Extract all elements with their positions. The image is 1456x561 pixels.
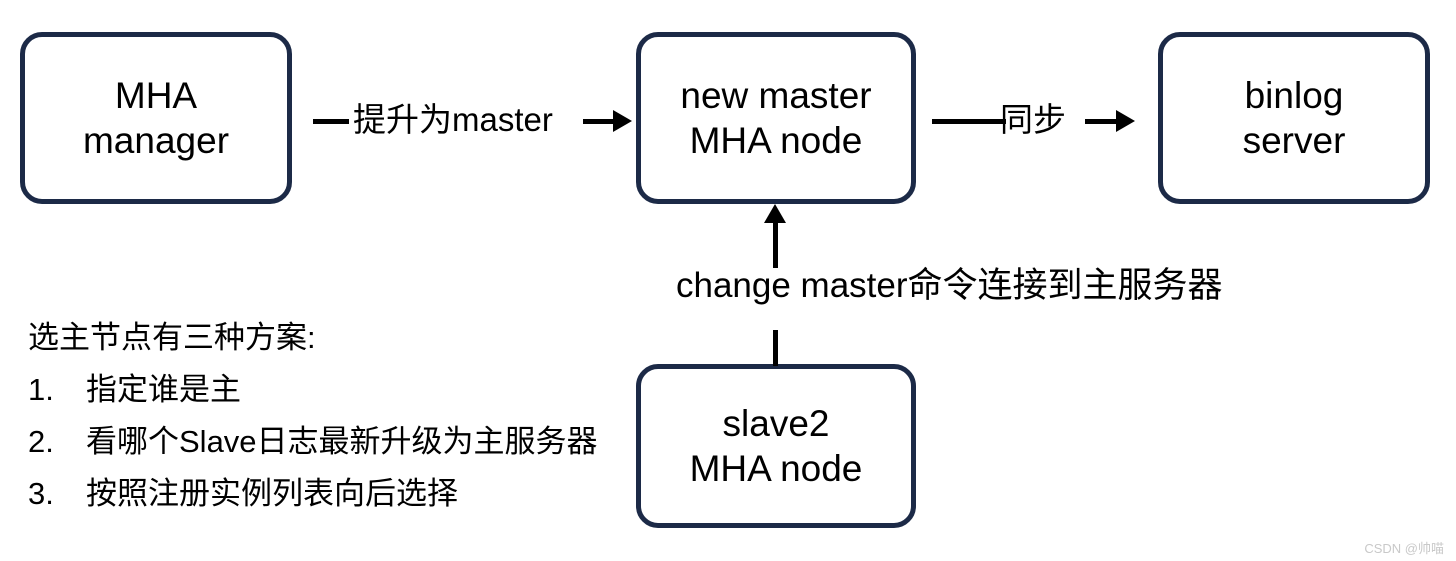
note-title: 选主节点有三种方案: <box>28 320 316 355</box>
node-new-master-line2: MHA node <box>689 120 863 161</box>
note-item-text: 按照注册实例列表向后选择 <box>86 476 458 511</box>
arrow-right-icon <box>1116 110 1135 132</box>
note-list-item: 2. 看哪个Slave日志最新升级为主服务器 <box>28 426 628 457</box>
edge-change-master-line-lower <box>773 330 778 366</box>
edge-promote-line-left <box>313 119 349 124</box>
edge-promote-line-right <box>583 119 615 124</box>
note-item-text: 看哪个Slave日志最新升级为主服务器 <box>86 424 598 459</box>
edge-label-change-master: change master命令连接到主服务器 <box>676 266 1223 305</box>
note-item-number: 3. <box>28 476 54 511</box>
node-new-master-line1: new master <box>680 74 872 116</box>
arrow-up-icon <box>764 204 786 223</box>
node-mha-manager[interactable]: MHA manager <box>20 32 292 204</box>
note-item-number: 1. <box>28 372 54 407</box>
node-slave2[interactable]: slave2 MHA node <box>636 364 916 528</box>
edge-sync-line-left <box>932 119 1006 124</box>
edge-label-sync: 同步 <box>1000 101 1066 138</box>
node-slave2-line2: MHA node <box>689 448 863 489</box>
edge-label-promote: 提升为master <box>353 101 553 138</box>
node-binlog-server-line1: binlog <box>1244 74 1344 116</box>
edge-change-master-line-upper <box>773 222 778 268</box>
note-item-number: 2. <box>28 424 54 459</box>
note-block: 选主节点有三种方案: 1. 指定谁是主 2. 看哪个Slave日志最新升级为主服… <box>28 322 628 530</box>
node-new-master[interactable]: new master MHA node <box>636 32 916 204</box>
note-item-text: 指定谁是主 <box>86 372 241 407</box>
note-list-item: 3. 按照注册实例列表向后选择 <box>28 478 628 509</box>
node-binlog-server[interactable]: binlog server <box>1158 32 1430 204</box>
arrow-right-icon <box>613 110 632 132</box>
note-list-item: 1. 指定谁是主 <box>28 374 628 405</box>
edge-sync-line-right <box>1085 119 1118 124</box>
node-slave2-line1: slave2 <box>722 402 830 444</box>
node-binlog-server-line2: server <box>1242 120 1346 161</box>
node-mha-manager-line1: MHA <box>114 74 198 116</box>
node-mha-manager-line2: manager <box>82 120 230 161</box>
watermark: CSDN @帅喵 <box>1364 541 1444 556</box>
